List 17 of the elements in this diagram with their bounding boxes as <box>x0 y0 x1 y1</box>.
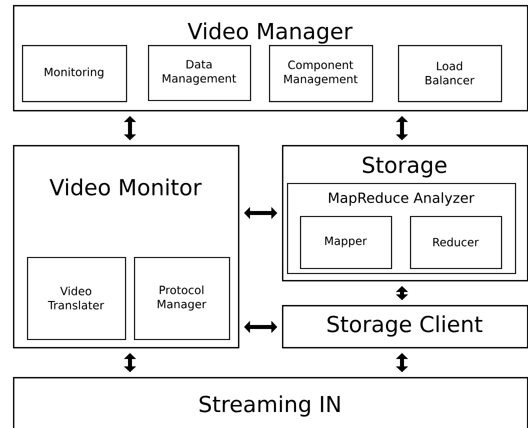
layer-bar: Storage Client <box>282 305 528 348</box>
component-box: Protocol Manager <box>134 257 230 340</box>
component-box: Reducer <box>410 216 502 270</box>
component-box: Data Management <box>148 45 252 102</box>
double-arrow <box>124 116 136 140</box>
component-box: Mapper <box>300 216 392 270</box>
double-arrow <box>124 353 136 372</box>
layer-bar: Streaming IN <box>13 377 528 428</box>
double-arrow <box>396 286 408 300</box>
component-box: Video Translater <box>27 257 126 340</box>
double-arrow <box>244 320 278 334</box>
component-box: Monitoring <box>22 45 128 102</box>
component-box: Component Management <box>269 45 374 102</box>
component-box: Load Balancer <box>398 45 502 102</box>
double-arrow <box>396 116 408 140</box>
double-arrow <box>244 206 278 220</box>
double-arrow <box>396 353 408 372</box>
